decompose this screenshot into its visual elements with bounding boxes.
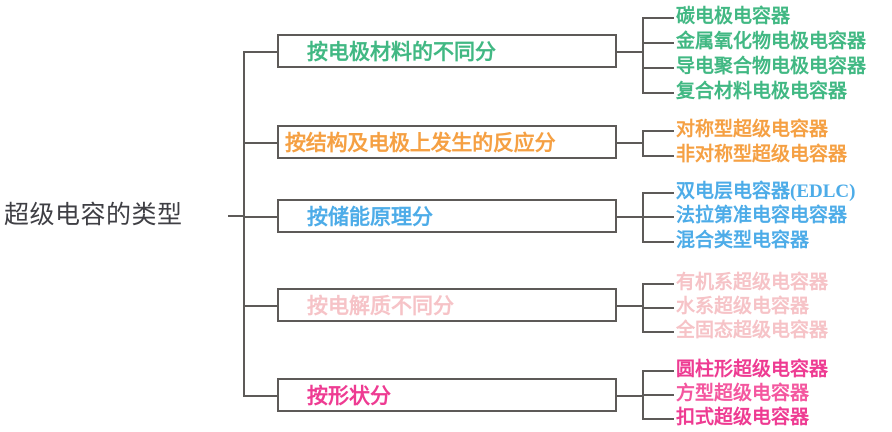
category-label-5: 按形状分	[307, 384, 391, 408]
category-label-1: 按电极材料的不同分	[307, 40, 496, 64]
leaf-stub-1-1	[642, 17, 674, 19]
leaf-item[interactable]: 复合材料电极电容器	[676, 81, 848, 102]
category-box-5[interactable]: 按形状分	[277, 378, 617, 412]
leaf-item[interactable]: 非对称型超级电容器	[676, 144, 848, 165]
box-1-right-stub	[617, 51, 643, 53]
leaf-stub-1-4	[642, 92, 674, 94]
root-label: 超级电容的类型	[4, 202, 183, 229]
leaf-item[interactable]: 圆柱形超级电容器	[676, 359, 829, 380]
leaf-item[interactable]: 金属氧化物电极电容器	[676, 31, 867, 52]
leaf-item[interactable]: 法拉第准电容电容器	[676, 205, 848, 226]
box-3-right-stub	[617, 216, 643, 218]
category-box-3[interactable]: 按储能原理分	[277, 199, 617, 233]
leaf-stub-5-1	[642, 370, 674, 372]
trunk-branch-4	[243, 305, 277, 307]
leaf-stub-3-2	[642, 216, 674, 218]
leaf-item[interactable]: 双电层电容器(EDLC)	[676, 181, 856, 202]
leaf-stub-2-2	[642, 155, 674, 157]
root-connector	[228, 215, 244, 217]
box-4-right-stub	[617, 305, 643, 307]
leaf-stub-1-3	[642, 67, 674, 69]
main-trunk-line	[243, 51, 245, 395]
category-box-4[interactable]: 按电解质不同分	[277, 288, 617, 322]
leaf-spine-2	[642, 130, 644, 155]
leaf-item[interactable]: 全固态超级电容器	[676, 320, 829, 341]
category-box-1[interactable]: 按电极材料的不同分	[277, 34, 617, 68]
leaf-item[interactable]: 导电聚合物电极电容器	[676, 56, 867, 77]
category-label-2: 按结构及电极上发生的反应分	[285, 131, 556, 155]
leaf-item[interactable]: 水系超级电容器	[676, 296, 810, 317]
leaf-stub-4-1	[642, 283, 674, 285]
leaf-stub-3-3	[642, 241, 674, 243]
box-5-right-stub	[617, 395, 643, 397]
trunk-branch-2	[243, 142, 277, 144]
leaf-item[interactable]: 混合类型电容器	[676, 230, 810, 251]
leaf-stub-5-3	[642, 418, 674, 420]
leaf-item[interactable]: 扣式超级电容器	[676, 407, 810, 428]
leaf-stub-1-2	[642, 42, 674, 44]
leaf-item[interactable]: 对称型超级电容器	[676, 119, 829, 140]
trunk-branch-3	[243, 216, 277, 218]
category-box-2[interactable]: 按结构及电极上发生的反应分	[277, 125, 617, 159]
leaf-item[interactable]: 方型超级电容器	[676, 383, 810, 404]
trunk-branch-5	[243, 395, 277, 397]
category-label-4: 按电解质不同分	[307, 294, 454, 318]
leaf-stub-5-2	[642, 394, 674, 396]
leaf-stub-3-1	[642, 192, 674, 194]
leaf-stub-4-3	[642, 331, 674, 333]
category-label-3: 按储能原理分	[307, 205, 433, 229]
leaf-spine-1	[642, 17, 644, 92]
leaf-stub-4-2	[642, 307, 674, 309]
leaf-stub-2-1	[642, 130, 674, 132]
box-2-right-stub	[617, 142, 643, 144]
trunk-branch-1	[243, 51, 277, 53]
leaf-item[interactable]: 碳电极电容器	[676, 6, 791, 27]
leaf-item[interactable]: 有机系超级电容器	[676, 272, 829, 293]
